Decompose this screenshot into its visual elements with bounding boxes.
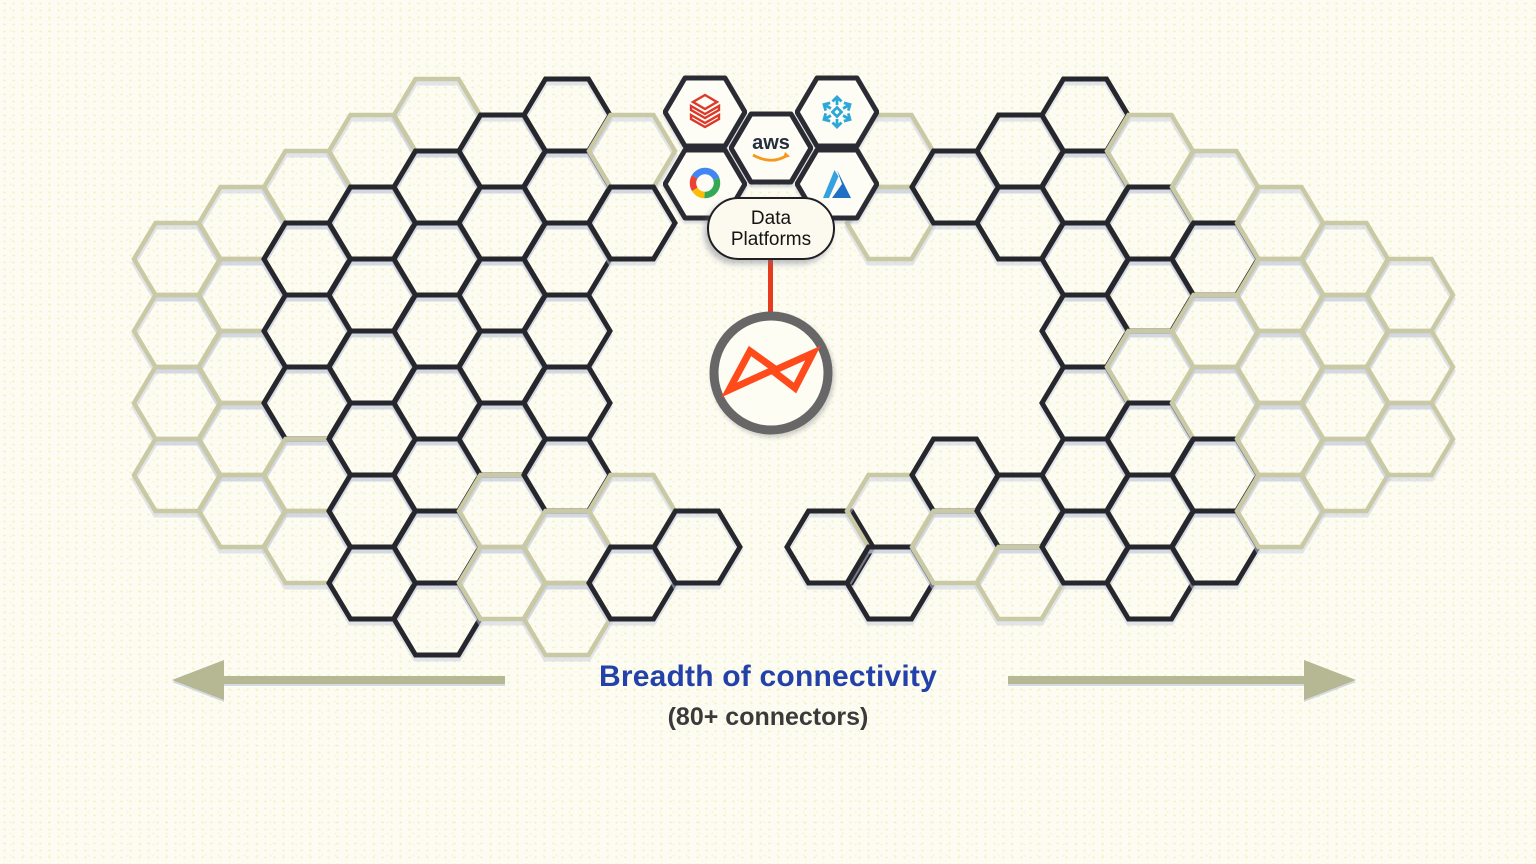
snowflake-icon <box>795 75 879 149</box>
hexagon-dark <box>521 292 613 370</box>
caption-subtitle: (80+ connectors) <box>667 703 869 731</box>
caption-block: Breadth of connectivity (80+ connectors) <box>418 660 1118 732</box>
hexagon-dark <box>521 364 613 442</box>
bubble-line2: Platforms <box>730 228 812 250</box>
caption-title: Breadth of connectivity <box>599 660 937 693</box>
hexagon-dark <box>586 184 678 262</box>
bowtie-logo-icon <box>709 311 833 435</box>
hexagon-light <box>1364 256 1456 334</box>
breadth-arrow <box>172 660 1356 700</box>
aws-icon: aws <box>729 111 813 185</box>
arrow-shaft-right <box>1008 676 1308 684</box>
bubble-line1: Data <box>750 207 792 229</box>
data-platforms-bubble: Data Platforms <box>707 197 835 260</box>
bubble-connector-line <box>768 258 773 312</box>
hexagon-light <box>1364 400 1456 478</box>
aws-wordmark: aws <box>752 132 790 154</box>
hexagon-dark <box>784 508 876 586</box>
arrow-head-left <box>172 660 224 700</box>
databricks-icon <box>663 75 747 149</box>
arrow-head-right <box>1304 660 1356 700</box>
hexagon-light <box>1364 328 1456 406</box>
hexagon-dark <box>651 508 743 586</box>
arrow-shaft-left <box>222 676 505 684</box>
